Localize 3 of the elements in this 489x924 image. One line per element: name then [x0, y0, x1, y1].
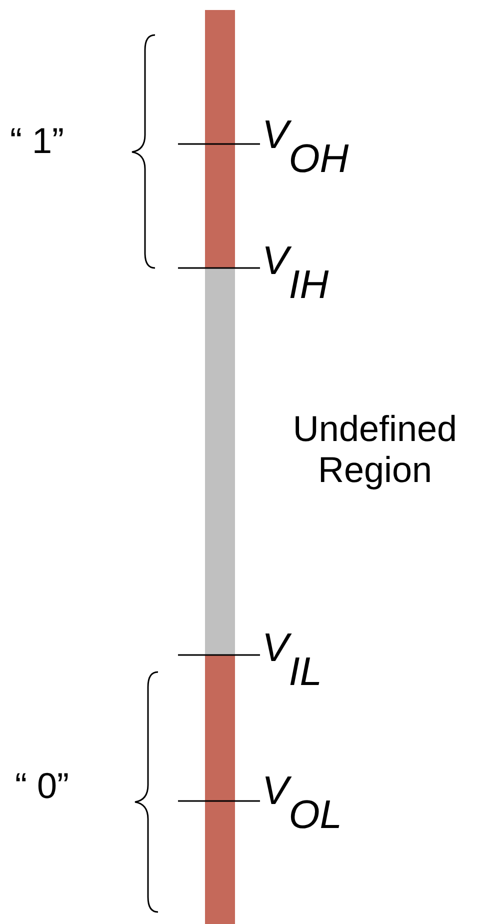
logic-level-label: “ 1” [10, 120, 64, 162]
logic-level-label: “ 0” [15, 765, 69, 806]
region-label: Undefined Region [292, 408, 458, 491]
